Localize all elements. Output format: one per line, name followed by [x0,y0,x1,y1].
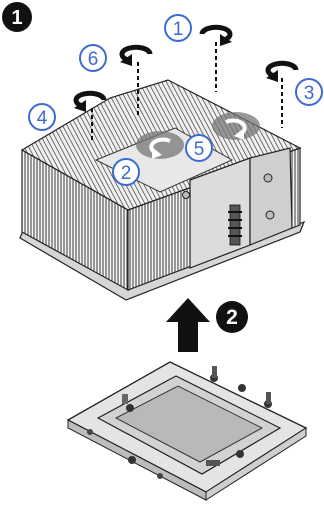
mounting-stud [126,404,134,412]
mounting-post [212,366,217,378]
bracket-screw [264,174,272,182]
sequence-callout-6: 6 [80,45,106,71]
mounting-stud [157,473,163,479]
mounting-stud [236,450,244,458]
sequence-label: 6 [88,49,99,70]
cpu-socket [68,362,306,500]
step-badge-1: 1 [2,2,32,32]
mounting-stud [238,384,246,392]
bracket-screw [266,211,274,219]
step-label: 1 [11,7,22,29]
counterclockwise-arrow-icon [120,47,150,66]
bracket-screw [183,192,190,199]
sequence-label: 5 [194,139,205,160]
sequence-label: 1 [173,19,184,40]
socket-marking [122,394,128,404]
sequence-label: 3 [304,83,315,104]
up-arrow-icon [166,298,210,352]
heatsink [20,80,304,300]
sequence-callout-2: 2 [113,159,139,185]
sequence-callout-1: 1 [165,15,191,41]
counterclockwise-arrow-icon [136,131,184,159]
sequence-label: 4 [37,108,48,129]
spring-standoff [228,205,242,245]
sequence-label: 2 [121,163,132,184]
step-label: 2 [226,306,238,329]
clockwise-arrow-icon [212,112,260,140]
sequence-callout-5: 5 [186,135,212,161]
mounting-post [266,392,271,404]
step-badge-2: 2 [216,301,248,333]
mounting-stud [128,456,136,464]
sequence-callout-3: 3 [296,79,322,105]
mounting-stud [87,429,93,435]
sequence-callout-4: 4 [29,104,55,130]
socket-marking [206,460,220,466]
